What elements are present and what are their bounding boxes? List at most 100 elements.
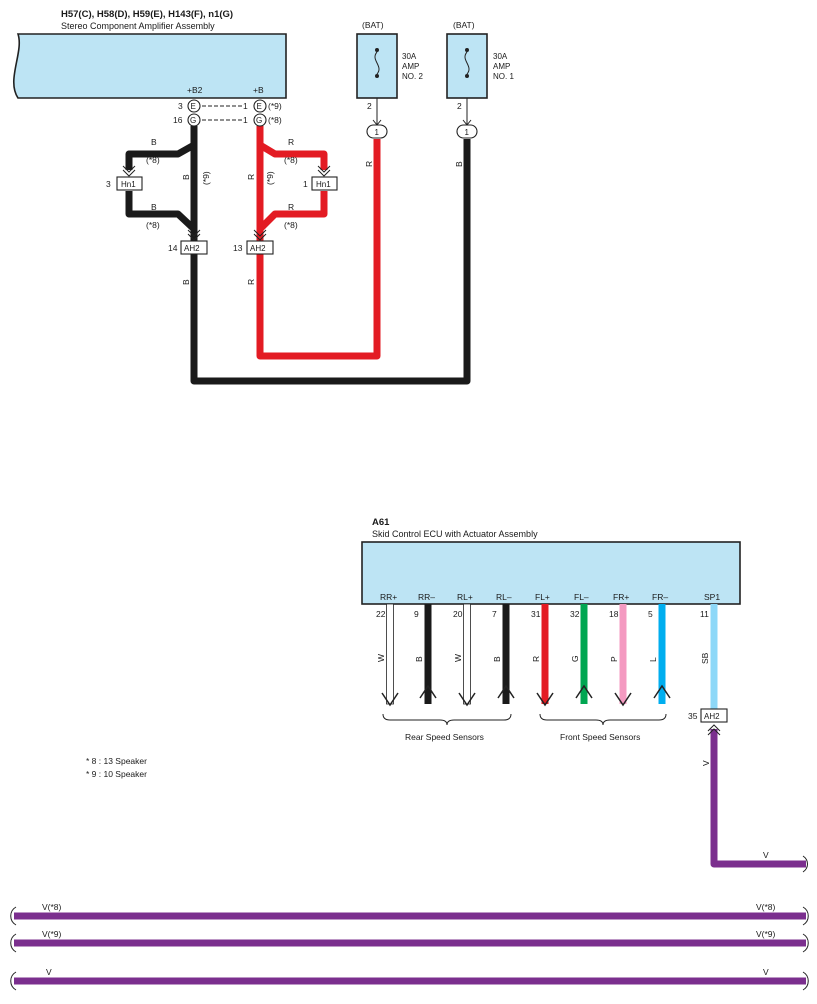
ecu-wire-label-flminus: G [570,655,580,662]
amp-pin-1-bottom: 1 [243,115,248,125]
ecu-arrow-rlminus-icon [497,684,515,699]
fuse-amp2-box [356,33,398,99]
front-sensors-label: Front Speed Sensors [560,732,640,742]
wire-label-note8-4: (*8) [284,220,298,230]
fuse-amp2-junction [366,124,388,139]
amp-pin-e-left [187,99,201,113]
ecu-arrow-rrplus-icon [381,692,399,707]
amp-pin-g-right [253,113,267,127]
fuse-amp2-fuse-icon [374,51,380,75]
fuse-amp2-pin: 2 [367,101,372,111]
hn1-left-pin: 3 [106,179,111,189]
hn1-left-chevron-icon [122,165,136,177]
ecu-box [361,541,741,605]
bus-label-v8-right: V(*8) [756,902,776,912]
ecu-terminal-rrminus: RR– [418,592,435,602]
ecu-wire-rlplus [463,603,471,705]
violet-sp1-break-icon [802,855,808,873]
ah2-ecu-chevron-icon [707,724,721,736]
amp-pin-3: 3 [178,101,183,111]
amp-title: H57(C), H58(D), H59(E), H143(F), n1(G) [61,9,233,20]
bus-main-break-icon [10,971,809,991]
wire-label-b-1: B [151,137,157,147]
amp-pin-e-left-label: E [191,102,196,111]
amp-terminal-b2: +B2 [187,85,203,95]
ah2-left-label: AH2 [184,244,200,253]
wire-label-r-4: R [246,279,256,285]
fuse-amp1-fuse-icon [464,51,470,75]
fuse-amp2-dot-bottom [375,74,379,78]
ecu-pin-frminus: 5 [648,609,653,619]
ecu-pin-rlminus: 7 [492,609,497,619]
ah2-ecu-label: AH2 [704,712,720,721]
fuse-amp2-dot-top [375,48,379,52]
bus-label-v-right: V [763,967,769,977]
hn1-right-pin: 1 [303,179,308,189]
ecu-wire-label-rlplus: W [453,654,463,662]
fuse-amp1-junction [456,124,478,139]
fuse-amp1-dot-top [465,48,469,52]
wire-label-note8-3: (*8) [284,155,298,165]
ecu-pin-rrplus: 22 [376,609,386,619]
wire-label-r-1: R [288,137,294,147]
amp-terminal-b: +B [253,85,264,95]
hn1-left-connector [116,176,143,191]
ecu-terminal-flplus: FL+ [535,592,550,602]
amp-pin-e-right-label: E [257,102,262,111]
ecu-pin-frplus: 18 [609,609,619,619]
ecu-arrow-rlplus-icon [458,692,476,707]
bus-8-break-icon [10,906,809,926]
wire-label-b-5: B [454,161,464,167]
ecu-pin-flplus: 31 [531,609,541,619]
ecu-wire-label-flplus: R [531,656,541,662]
ah2-right-pin: 13 [233,243,243,253]
ecu-arrow-frminus-icon [653,684,671,699]
ecu-terminal-frplus: FR+ [613,592,629,602]
wire-label-note9-1: (*9) [201,171,211,185]
bus-label-v-left: V [46,967,52,977]
ecu-wire-label-frplus: P [609,656,619,662]
front-sensors-brace [539,713,667,726]
fuse-amp2-name: AMP [402,62,419,71]
ecu-pin-sp1: 11 [700,609,709,619]
amp-box [13,33,287,99]
ah2-right-chevron-icon [253,229,267,241]
fuse-amp2-number: NO. 2 [402,72,423,81]
bus-label-v9-right: V(*9) [756,929,776,939]
bus-label-v8-left: V(*8) [42,902,62,912]
amp-pin-16: 16 [173,115,183,125]
ecu-terminal-sp1: SP1 [704,592,720,602]
ah2-left-chevron-icon [187,229,201,241]
ecu-terminal-rrplus: RR+ [380,592,397,602]
amp-pin-g-left [187,113,201,127]
ah2-ecu-pin: 35 [688,711,698,721]
rear-sensors-brace [382,713,512,726]
note-10-speaker: * 9 : 10 Speaker [86,769,147,779]
ecu-terminal-rlminus: RL– [496,592,512,602]
rear-sensors-label: Rear Speed Sensors [405,732,484,742]
wire-black-hn1-branch [125,141,197,232]
ecu-wire-rrplus [386,603,394,705]
wire-label-r-3: R [246,174,256,180]
wire-label-v-1: V [701,760,711,766]
ah2-right-connector [246,240,274,255]
ah2-ecu-connector [700,708,728,723]
ecu-wire-label-sp1: SB [700,652,710,664]
wire-label-b-2: B [151,202,157,212]
ah2-right-label: AH2 [250,244,266,253]
ecu-pin-rlplus: 20 [453,609,463,619]
fuse-amp1-number: NO. 1 [493,72,514,81]
ecu-wire-label-rrplus: W [376,654,386,662]
wire-red-hn1-branch [257,141,328,232]
wire-label-r-2: R [288,202,294,212]
amp-pin-note-8: (*8) [268,115,282,125]
fuse-amp1-name: AMP [493,62,510,71]
amp-subtitle: Stereo Component Amplifier Assembly [61,21,215,31]
ecu-arrow-flminus-icon [575,684,593,699]
ecu-pin-rrminus: 9 [414,609,419,619]
hn1-right-label: Hn1 [316,180,331,189]
fuse-amp1-dot-bottom [465,74,469,78]
fuse-amp1-source: (BAT) [453,20,475,30]
wire-label-note9-2: (*9) [265,171,275,185]
amp-pin-e-right [253,99,267,113]
